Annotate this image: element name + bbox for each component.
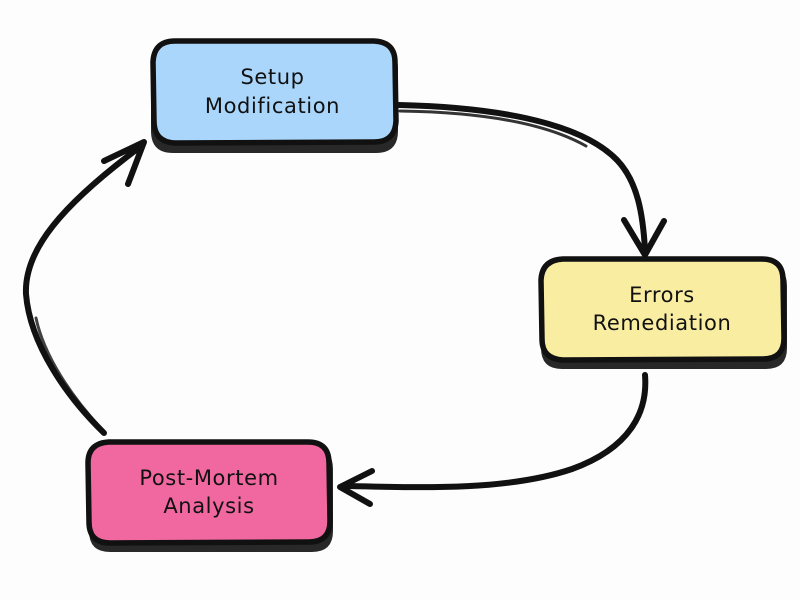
- edge-setup-to-errors: [396, 102, 667, 258]
- edge-errors-to-postmortem-line: [345, 372, 649, 491]
- edge-errors-to-postmortem: [337, 372, 649, 507]
- edge-setup-to-errors-arrowhead: [621, 217, 667, 258]
- node-setup-modification[interactable]: [150, 38, 399, 153]
- edge-postmortem-to-setup-line: [22, 144, 143, 436]
- edge-setup-to-errors-line: [396, 102, 648, 253]
- edge-errors-to-postmortem-arrowhead: [337, 468, 375, 507]
- node-errors-remediation-body: [538, 256, 787, 363]
- edge-postmortem-to-setup-line-double: [34, 316, 102, 429]
- node-post-mortem-analysis[interactable]: [85, 439, 333, 552]
- node-setup-modification-body: [150, 38, 399, 146]
- node-errors-remediation[interactable]: [538, 256, 787, 369]
- edge-postmortem-to-setup-arrowhead: [101, 139, 147, 187]
- edge-postmortem-to-setup: [22, 139, 147, 436]
- node-post-mortem-analysis-body: [85, 439, 333, 546]
- edge-setup-to-errors-line-double: [398, 109, 588, 148]
